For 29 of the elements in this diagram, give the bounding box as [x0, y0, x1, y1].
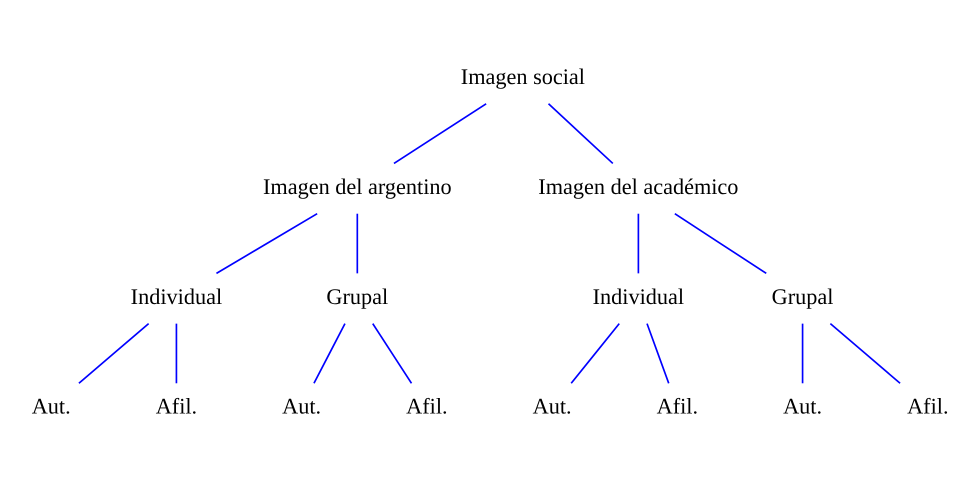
- node-text: Afil.: [406, 394, 448, 419]
- node-text: Grupal: [772, 284, 834, 309]
- node-text: Grupal: [326, 284, 388, 309]
- connector: [176, 324, 178, 384]
- node-text: Imagen social: [460, 64, 585, 89]
- node-text: Imagen del académico: [538, 174, 738, 199]
- node-text: Aut.: [783, 394, 822, 419]
- node-text: Aut.: [532, 394, 572, 419]
- connector: [394, 103, 487, 164]
- node-text: Individual: [592, 284, 684, 309]
- node-text: Individual: [130, 284, 222, 309]
- connector: [313, 323, 346, 384]
- connector: [570, 323, 620, 384]
- node-text: Aut.: [32, 394, 71, 419]
- connector: [372, 323, 412, 384]
- connector: [216, 213, 318, 274]
- node-text: Afil.: [907, 394, 949, 419]
- connector: [830, 323, 901, 384]
- connector: [638, 214, 640, 274]
- connector: [646, 323, 670, 384]
- node-text: Aut.: [282, 394, 322, 419]
- connector: [548, 103, 614, 164]
- connector: [674, 213, 767, 274]
- connector: [802, 324, 804, 384]
- node-text: Afil.: [656, 394, 698, 419]
- connector: [356, 214, 358, 274]
- node-text: Imagen del argentino: [262, 174, 452, 199]
- node-text: Afil.: [156, 394, 198, 419]
- connector: [78, 323, 150, 384]
